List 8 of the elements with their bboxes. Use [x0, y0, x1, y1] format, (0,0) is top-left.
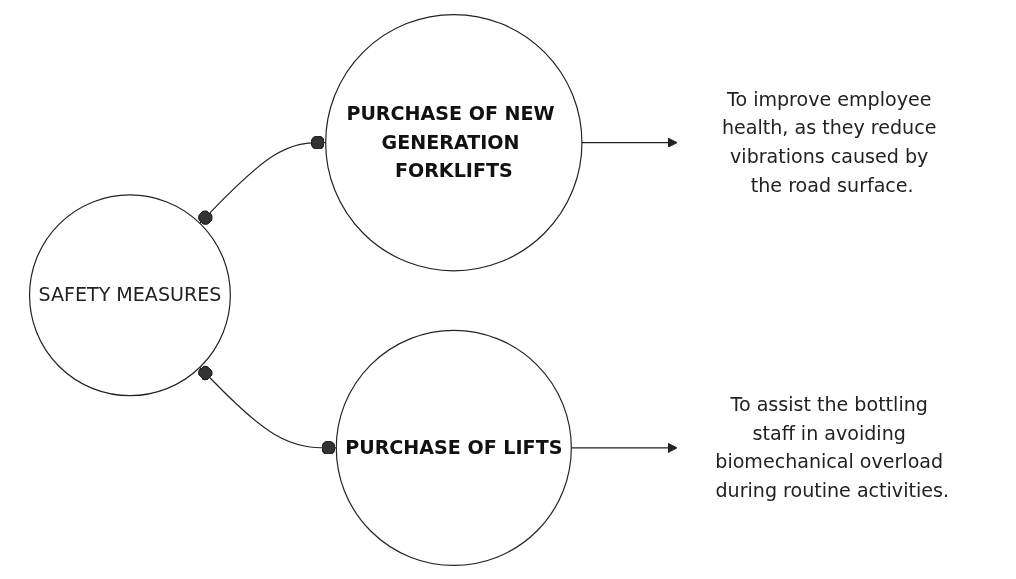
connector [197, 134, 326, 225]
connector [197, 365, 337, 455]
arrow [570, 442, 678, 453]
node-circle: PURCHASE OF LIFTS [335, 329, 572, 566]
node-circle: PURCHASE OF NEW GENERATION FORKLIFTS [324, 13, 583, 271]
node-text: To assist the bottling staff in avoiding biomechanical overload during routine activities. [714, 392, 949, 502]
node-circle: SAFETY MEASURES [28, 193, 231, 396]
node-text: To improve employee health, as they reduce vibrations caused by the road surface. [721, 87, 937, 196]
